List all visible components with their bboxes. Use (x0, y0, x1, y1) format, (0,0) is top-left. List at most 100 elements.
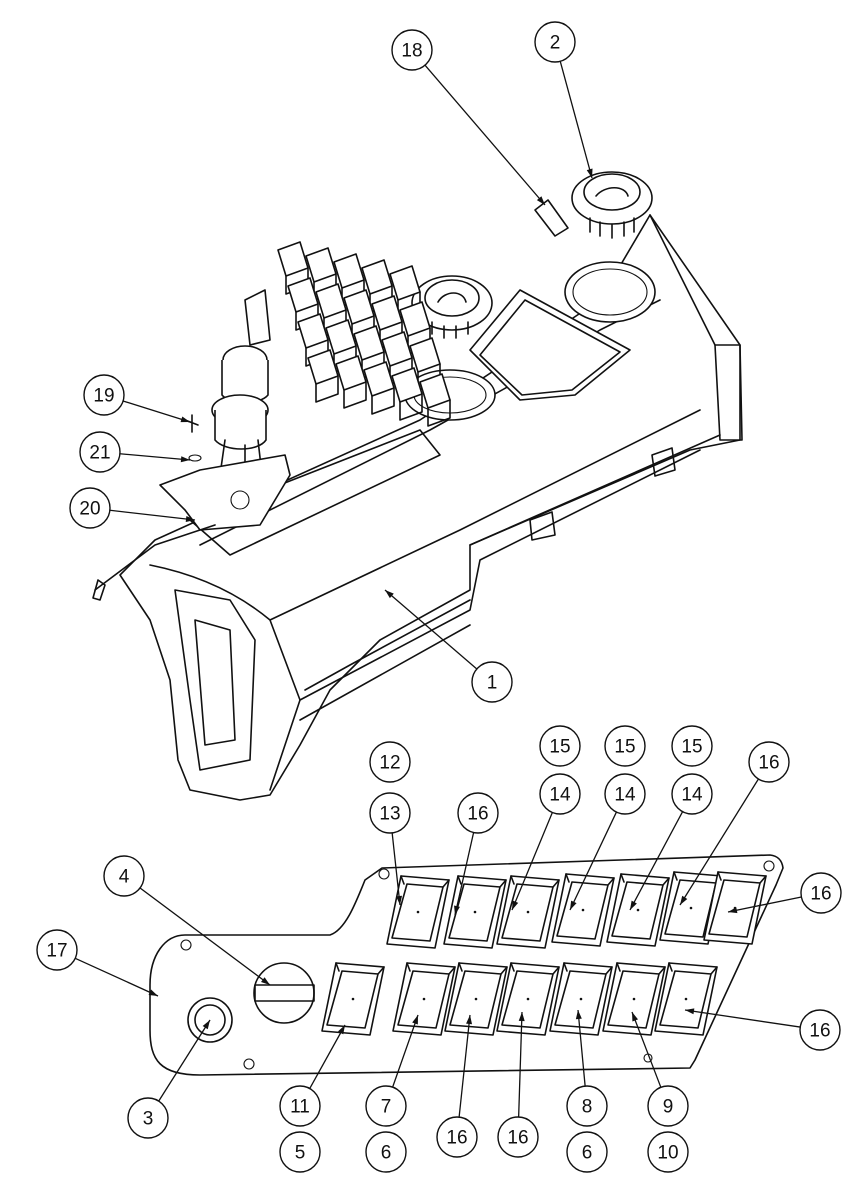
leader-line (309, 1024, 346, 1089)
rocker-switch-bottom-7 (654, 962, 718, 1036)
callout-label: 8 (582, 1097, 593, 1118)
leader-line (569, 811, 618, 911)
callout-circle (79, 431, 121, 473)
callout-circle (369, 741, 411, 783)
rocker-switch-top-1 (386, 875, 450, 949)
leader-arrow (148, 989, 158, 996)
callout-label: 15 (614, 737, 635, 758)
callout-circle (369, 792, 411, 834)
callout-label: 14 (681, 785, 703, 806)
leader-arrow (202, 1020, 210, 1030)
leader-line (629, 811, 684, 911)
callout-circle (497, 1116, 539, 1158)
callout-circle (471, 661, 513, 703)
console-body (119, 214, 743, 801)
callout-label: 18 (401, 41, 422, 62)
callout-circle (799, 1009, 841, 1051)
joystick (211, 289, 271, 481)
callout-c15c: 15 (671, 725, 713, 767)
leader-arrow (466, 1015, 473, 1025)
console-switch-16 (307, 349, 339, 403)
callout-c3: 3 (127, 1019, 211, 1139)
callout-label: 4 (119, 867, 130, 888)
callout-circle (539, 725, 581, 767)
callout-label: 16 (507, 1128, 528, 1149)
callout-circle (365, 1085, 407, 1127)
callout-c9: 9 (631, 1011, 689, 1127)
leader-arrow (685, 1008, 695, 1015)
callout-c21: 21 (79, 431, 191, 473)
callout-label: 11 (290, 1097, 310, 1118)
console-switch-20 (419, 373, 451, 427)
leader-line (392, 1014, 419, 1088)
leader-arrow (412, 1015, 418, 1025)
callout-circle (103, 855, 145, 897)
mounting-plate (159, 454, 291, 531)
callout-c18: 18 (391, 29, 546, 206)
callout-label: 21 (89, 443, 110, 464)
callout-c1: 1 (384, 589, 513, 703)
callout-circle (36, 929, 78, 971)
rocker-switch-bottom-5 (549, 962, 613, 1036)
leader-arrow (396, 895, 403, 905)
leader-line (122, 400, 191, 423)
callout-c16f: 16 (497, 1011, 539, 1158)
callout-circle (457, 792, 499, 834)
leader-arrow (385, 590, 394, 599)
callout-c2: 2 (534, 21, 593, 179)
blank-cover (253, 962, 315, 1024)
callout-circle (539, 773, 581, 815)
callout-circle (566, 1085, 608, 1127)
panel-switches (321, 871, 767, 1036)
callout-label: 1 (487, 673, 498, 694)
callout-label: 3 (143, 1109, 154, 1130)
leader-line (577, 1009, 586, 1087)
callout-label: 5 (295, 1143, 306, 1164)
callout-c16d: 16 (684, 1008, 841, 1051)
callout-c15a: 15 (539, 725, 581, 767)
callout-c20: 20 (69, 487, 196, 529)
callout-circle (800, 872, 842, 914)
callout-label: 15 (549, 737, 570, 758)
callout-circle (748, 741, 790, 783)
callout-c6a: 6 (365, 1131, 407, 1173)
callout-label: 14 (549, 785, 571, 806)
callout-label: 16 (758, 753, 779, 774)
callout-circle (391, 29, 433, 71)
callout-label: 15 (681, 737, 702, 758)
callout-c17: 17 (36, 929, 159, 997)
callout-circle (671, 725, 713, 767)
leader-arrow (454, 905, 460, 915)
leader-arrow (575, 1010, 582, 1020)
rocker-switch-bottom-2 (392, 962, 456, 1036)
leader-line (517, 1011, 523, 1118)
callout-circle (604, 725, 646, 767)
callout-circle (671, 773, 713, 815)
callout-circle (436, 1116, 478, 1158)
callout-c14a: 14 (511, 773, 581, 911)
leader-arrow (512, 900, 519, 910)
screw (184, 414, 199, 433)
rocker-switch-top-3 (496, 875, 560, 949)
leader-arrow (180, 456, 190, 463)
callout-c7: 7 (365, 1014, 419, 1127)
leader-line (158, 1019, 211, 1102)
callout-circle (279, 1131, 321, 1173)
leader-line (424, 64, 546, 206)
leader-arrow (586, 168, 593, 178)
leader-line (684, 1009, 801, 1028)
callout-label: 20 (79, 499, 100, 520)
callout-circle (566, 1131, 608, 1173)
callout-label: 14 (614, 785, 636, 806)
callout-label: 16 (809, 1021, 830, 1042)
callout-label: 13 (379, 804, 400, 825)
console-switch-19 (391, 367, 423, 421)
callout-c12: 12 (369, 741, 411, 783)
rocker-switch-bottom-3 (444, 962, 508, 1036)
callout-c13: 13 (369, 792, 411, 906)
callout-label: 16 (446, 1128, 467, 1149)
rocker-switch-top-5 (606, 873, 670, 947)
leader-line (74, 957, 159, 997)
